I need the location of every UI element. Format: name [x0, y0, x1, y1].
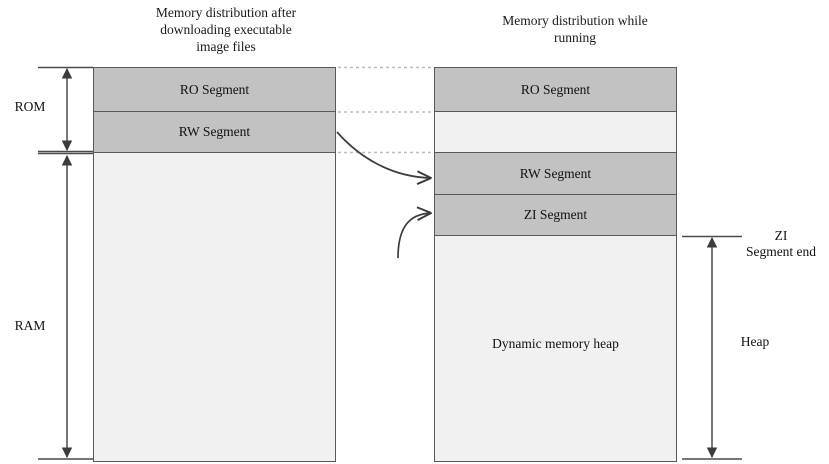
right-segment-ro: RO Segment [434, 67, 677, 112]
right-segment-zi: ZI Segment [434, 194, 677, 236]
rom-axis-label: ROM [14, 99, 46, 114]
heap-dimension-group [682, 235, 742, 460]
right-diagram-title: Memory distribution while running [502, 13, 648, 45]
ram-dimension-group [38, 152, 93, 460]
left-segment-free [93, 152, 336, 462]
right-segment-heap: Dynamic memory heap [434, 235, 677, 462]
left-diagram-title: Memory distribution after downloading ex… [155, 5, 297, 54]
left-segment-ro-label: RO Segment [179, 82, 250, 97]
rw-relocation-arrow [336, 131, 431, 178]
right-segment-zi-label: ZI Segment [523, 207, 588, 222]
right-segment-rw: RW Segment [434, 152, 677, 195]
rom-dimension-group [38, 66, 93, 153]
right-segment-rw-label: RW Segment [519, 166, 592, 181]
zi-segment-end-label: ZI Segment end [745, 228, 817, 259]
left-segment-ro: RO Segment [93, 67, 336, 112]
left-segment-rw-label: RW Segment [178, 124, 251, 139]
heap-axis-label: Heap [740, 334, 770, 349]
dotted-connector-group [338, 66, 433, 154]
zi-creation-arrow [397, 213, 431, 259]
left-segment-rw: RW Segment [93, 111, 336, 153]
right-segment-ro-label: RO Segment [520, 82, 591, 97]
ram-axis-label: RAM [14, 318, 46, 333]
right-segment-heap-label: Dynamic memory heap [492, 336, 619, 351]
